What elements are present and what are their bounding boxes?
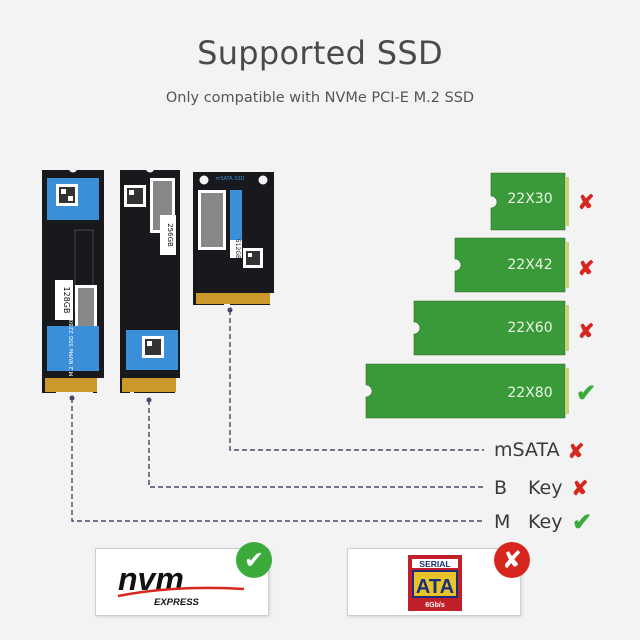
page-subtitle: Only compatible with NVMe PCI-E M.2 SSD bbox=[165, 90, 475, 106]
cross-icon: ✘ bbox=[578, 321, 595, 343]
size-label-22x42: 22X42 bbox=[507, 257, 552, 273]
size-label-22x30: 22X30 bbox=[507, 191, 552, 207]
size-label-22x80: 22X80 bbox=[507, 385, 552, 401]
check-icon: ✔ bbox=[576, 380, 596, 407]
interface-b-key-label: Key bbox=[528, 477, 562, 499]
drive-2-capacity: 256GB bbox=[166, 223, 174, 247]
drive-b-key: 256GB bbox=[120, 163, 180, 393]
sata-logo: SERIAL ATA 6Gb/s bbox=[408, 555, 462, 611]
interface-b-label: B bbox=[494, 477, 507, 499]
cross-icon: ✘ bbox=[494, 542, 530, 578]
drive-msata: 512GB mSATA SSD bbox=[193, 172, 274, 305]
interface-m-label: M bbox=[494, 511, 510, 533]
cross-icon: ✘ bbox=[578, 258, 595, 280]
drive-1-model: M.2 NVMe SSD 2280 bbox=[69, 319, 75, 376]
sata-logo-card: SERIAL ATA 6Gb/s bbox=[347, 548, 521, 616]
sata-logo-mid: ATA bbox=[416, 576, 454, 598]
cross-icon: ✘ bbox=[568, 441, 585, 463]
sata-logo-bottom: 6Gb/s bbox=[425, 602, 445, 609]
check-icon: ✔ bbox=[236, 542, 272, 578]
interface-m-key-label: Key bbox=[528, 511, 562, 533]
page-title: Supported SSD bbox=[197, 34, 443, 72]
cross-icon: ✘ bbox=[572, 478, 589, 500]
nvme-logo: nvm EXPRESS bbox=[117, 561, 245, 608]
connector-msata bbox=[229, 310, 484, 451]
cross-icon: ✘ bbox=[578, 192, 595, 214]
size-board-22x30: 22X30 bbox=[490, 172, 569, 231]
connector-m-key bbox=[71, 398, 484, 522]
size-board-22x42: 22X42 bbox=[454, 237, 569, 293]
size-board-22x60: 22X60 bbox=[413, 300, 569, 356]
sata-logo-top: SERIAL bbox=[419, 559, 450, 569]
size-label-22x60: 22X60 bbox=[507, 320, 552, 336]
connector-b-key bbox=[148, 400, 484, 488]
check-icon: ✔ bbox=[572, 509, 592, 536]
drive-3-capacity: 512GB bbox=[234, 239, 241, 259]
drive-3-model: mSATA SSD bbox=[215, 176, 244, 182]
size-board-22x80: 22X80 bbox=[365, 363, 569, 419]
drive-m-key: 128GB M.2 NVMe SSD 2280 bbox=[42, 163, 104, 393]
drive-1-capacity: 128GB bbox=[62, 287, 71, 314]
nvme-logo-sub: EXPRESS bbox=[154, 597, 200, 608]
interface-msata-label: mSATA bbox=[494, 439, 560, 461]
connector-lines bbox=[71, 310, 484, 522]
